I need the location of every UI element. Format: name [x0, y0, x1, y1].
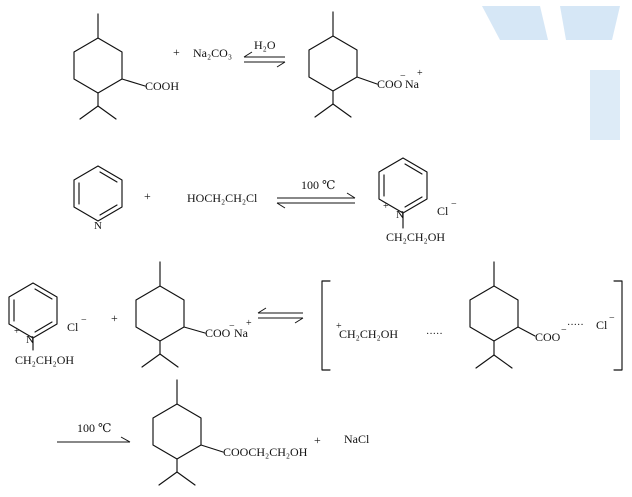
- reaction1-product-salt: COO − Na +: [308, 11, 423, 118]
- reaction4-forward-arrow: [57, 436, 131, 443]
- reaction2-equilibrium-arrow: [276, 192, 356, 209]
- reaction1-carboxylate-label: COO: [377, 77, 403, 91]
- reaction1-cooh-label: COOH: [145, 79, 179, 93]
- reaction1-sodium-charge: +: [417, 68, 423, 79]
- right-bracket: [613, 280, 623, 371]
- reaction3-pyridinium-n-label: N: [26, 334, 34, 346]
- reaction1-reactant-acid: COOH: [73, 13, 179, 120]
- reaction3-carboxylate-charge: −: [229, 321, 235, 332]
- reaction4-plus-sign: +: [314, 433, 321, 447]
- reaction1-carboxylate-charge: −: [400, 71, 406, 82]
- ion-pair-carboxylate-charge: −: [561, 325, 567, 336]
- reaction2-pyridine-n-label: N: [94, 220, 102, 232]
- reaction4-ester-label: COOCH₂CH₂OH: [223, 445, 308, 459]
- reaction2-pyridinium-n-label: N: [396, 209, 404, 221]
- ion-pair-dots-right: ·····: [567, 320, 584, 331]
- reaction1-sodium-carbonate-label: Na₂CO₃: [193, 46, 232, 60]
- reaction2-chloroethanol-label: HOCH₂CH₂Cl: [187, 191, 258, 205]
- reaction3-ion-pair-intermediate: + CH₂CH₂OH ····· COO − ····· Cl −: [321, 261, 623, 371]
- ion-pair-cation-charge: +: [336, 321, 342, 332]
- reaction3-sodium-label: Na: [234, 326, 249, 340]
- reaction1-plus-sign: +: [173, 45, 180, 59]
- reaction2-pyridinium-product: N + CH₂CH₂OH Cl −: [378, 157, 457, 244]
- reaction3-hydroxyethyl-label: CH₂CH₂OH: [15, 353, 74, 367]
- reaction1-water-condition: H₂O: [254, 38, 276, 52]
- reaction2-plus-sign: +: [144, 189, 151, 203]
- reaction4-sodium-chloride-label: NaCl: [344, 432, 370, 446]
- reaction3-chloride-label: Cl: [67, 320, 79, 334]
- reaction3-pyridinium-reactant: N + CH₂CH₂OH Cl −: [8, 282, 87, 367]
- ion-pair-chloride-charge: −: [609, 313, 615, 324]
- reaction3-chloride-charge: −: [81, 315, 87, 326]
- reaction2-pyridine: N: [73, 165, 123, 232]
- reaction4-temperature-condition: 100 ℃: [77, 421, 111, 435]
- watermark: [482, 6, 620, 140]
- reaction1-equilibrium-arrow: [243, 51, 286, 68]
- ion-pair-cation-label: CH₂CH₂OH: [339, 327, 398, 341]
- reaction3-carboxylate-label: COO: [205, 326, 231, 340]
- reaction4-ester-product: COOCH₂CH₂OH: [152, 379, 308, 486]
- reaction3-equilibrium-arrow: [257, 307, 304, 324]
- reaction2-chloride-label: Cl: [437, 204, 449, 218]
- left-bracket: [321, 280, 331, 371]
- reaction1-sodium-label: Na: [405, 77, 420, 91]
- ion-pair-chloride-label: Cl: [596, 318, 608, 332]
- reaction2-hydroxyethyl-label: CH₂CH₂OH: [386, 230, 445, 244]
- reaction2-temperature-condition: 100 ℃: [301, 178, 335, 192]
- reaction3-plus-sign: +: [111, 311, 118, 325]
- ion-pair-carboxylate-label: COO: [535, 330, 561, 344]
- reaction2-chloride-charge: −: [451, 199, 457, 210]
- reaction2-n-charge: +: [383, 201, 389, 212]
- reaction3-carboxylate-reactant: COO − Na +: [135, 261, 252, 368]
- reaction3-n-charge: +: [14, 326, 20, 337]
- reaction3-sodium-charge: +: [246, 318, 252, 329]
- ion-pair-dots-left: ·····: [426, 329, 443, 340]
